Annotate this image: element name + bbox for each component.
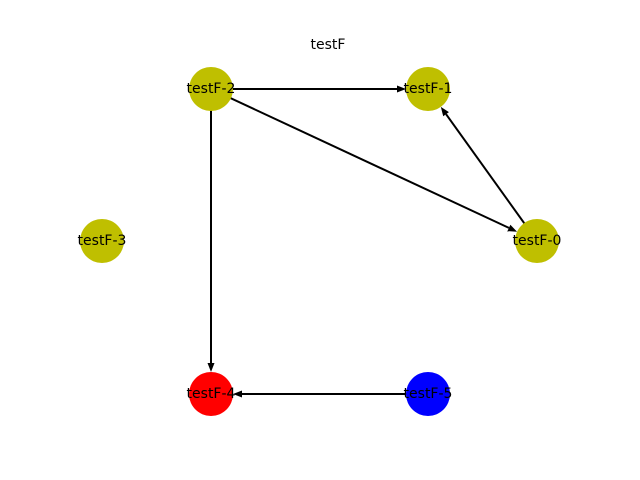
arrowhead-icon	[397, 85, 406, 93]
node-testF-5: testF-5	[404, 372, 453, 416]
node-circle	[515, 219, 559, 263]
edge-testF-5-to-testF-4	[233, 390, 428, 398]
graph-title: testF	[311, 37, 346, 53]
node-circle	[189, 67, 233, 111]
node-circle	[406, 372, 450, 416]
arrowhead-icon	[207, 363, 215, 372]
edge-testF-2-to-testF-0	[210, 88, 518, 232]
node-label: testF-5	[404, 386, 453, 402]
arrowhead-icon	[233, 390, 242, 398]
edges-layer	[207, 85, 538, 398]
edge-line	[210, 88, 510, 229]
node-label: testF-3	[78, 233, 127, 249]
edge-testF-2-to-testF-1	[211, 85, 406, 93]
node-label: testF-2	[187, 81, 236, 97]
node-testF-1: testF-1	[404, 67, 453, 111]
arrowhead-icon	[507, 224, 518, 232]
node-label: testF-4	[187, 386, 236, 402]
edge-testF-0-to-testF-1	[440, 106, 538, 242]
node-testF-4: testF-4	[187, 372, 236, 416]
node-circle	[189, 372, 233, 416]
node-testF-3: testF-3	[78, 219, 127, 263]
node-label: testF-1	[404, 81, 453, 97]
edge-testF-2-to-testF-4	[207, 89, 215, 372]
node-circle	[80, 219, 124, 263]
node-circle	[406, 67, 450, 111]
arrowhead-icon	[440, 106, 449, 117]
node-label: testF-0	[513, 233, 562, 249]
nodes-layer: testF-0 testF-1 testF-2 testF-3 testF-4 testF…	[78, 67, 562, 416]
node-testF-2: testF-2	[187, 67, 236, 111]
node-testF-0: testF-0	[513, 219, 562, 263]
edge-line	[445, 113, 538, 242]
